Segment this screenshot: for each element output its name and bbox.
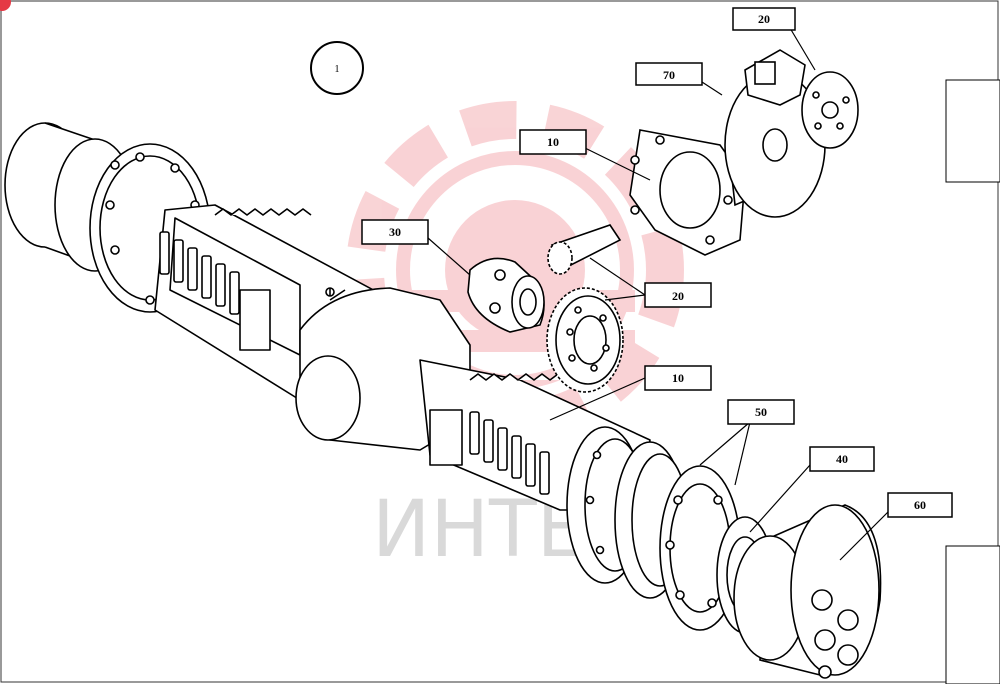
svg-text:40: 40 xyxy=(836,452,848,466)
side-tab-bottom xyxy=(945,545,1000,684)
svg-text:60: 60 xyxy=(914,498,926,512)
leader-lines xyxy=(427,27,889,561)
callout-20-crown-pinion: 20 xyxy=(644,282,712,308)
callout-10-housing: 10 xyxy=(644,365,712,391)
callout-50-planetary: 50 xyxy=(727,399,795,425)
callout-40-gearset: 40 xyxy=(809,446,875,472)
carrier-housing xyxy=(629,129,746,256)
input-flange xyxy=(724,72,826,218)
svg-text:20: 20 xyxy=(758,12,770,26)
crown-wheel-pinion xyxy=(546,224,624,393)
right-housing-slots xyxy=(429,409,550,495)
callout-70-flange: 70 xyxy=(635,62,703,86)
callout-30-differential: 30 xyxy=(361,219,429,245)
left-housing-slots xyxy=(159,231,271,351)
svg-text:20: 20 xyxy=(672,289,684,303)
svg-text:30: 30 xyxy=(389,225,401,239)
svg-text:10: 10 xyxy=(547,135,559,149)
differential-assembly xyxy=(467,257,545,333)
svg-text:70: 70 xyxy=(663,68,675,82)
svg-text:50: 50 xyxy=(755,405,767,419)
callout-10-carrier: 10 xyxy=(519,129,587,155)
callout-20-brake: 20 xyxy=(732,7,796,31)
pinion-gear xyxy=(547,241,573,275)
group-number-marker: 1 xyxy=(310,41,364,95)
callout-60-hub: 60 xyxy=(887,492,953,518)
group-number: 1 xyxy=(335,64,340,75)
parking-brake-unit xyxy=(744,49,859,149)
svg-text:10: 10 xyxy=(672,371,684,385)
side-tab-top xyxy=(945,79,1000,183)
final-drive-assembly xyxy=(614,441,882,679)
corner-badge xyxy=(0,0,11,11)
